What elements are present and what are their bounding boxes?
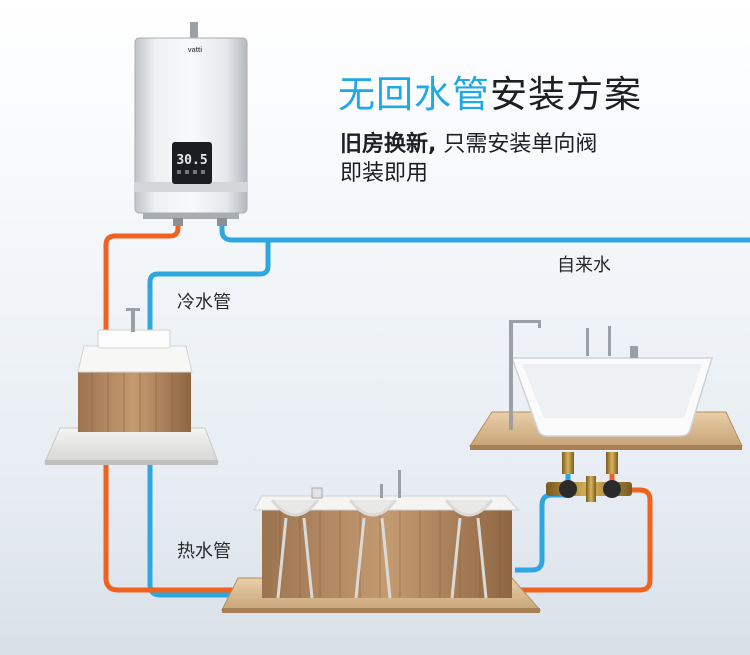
bathtub-area	[469, 320, 743, 502]
title-rest: 安装方案	[490, 73, 642, 116]
title-highlight: 无回水管	[338, 73, 490, 116]
tub-faucet	[509, 320, 513, 430]
kitchen-island	[221, 470, 542, 613]
sink-faucet	[131, 308, 135, 332]
hot-pipe-label: 热水管	[177, 541, 231, 562]
subtitle-bold: 旧房换新,	[340, 132, 437, 157]
tap-water-label: 自来水	[557, 255, 611, 276]
bar-stools	[270, 499, 494, 599]
tap-water-pipe	[219, 222, 750, 243]
hot-water-pipe	[103, 222, 240, 593]
hot-pipe-to-bath	[520, 470, 653, 593]
check-valve	[546, 452, 632, 502]
heater-display-reading: 30.5	[176, 153, 207, 168]
subtitle-line-1: 旧房换新, 只需安装单向阀	[340, 126, 597, 158]
cold-pipe-label: 冷水管	[177, 292, 231, 313]
subtitle-line-2: 即装即用	[340, 161, 429, 186]
water-heater: vatti 30.5	[134, 22, 248, 226]
heater-brand: vatti	[188, 47, 202, 54]
subtitle-rest: 只需安装单向阀	[436, 132, 598, 157]
page-title: 无回水管安装方案	[338, 64, 642, 118]
cold-water-pipe	[147, 240, 271, 598]
sink-cabinet	[44, 308, 219, 465]
